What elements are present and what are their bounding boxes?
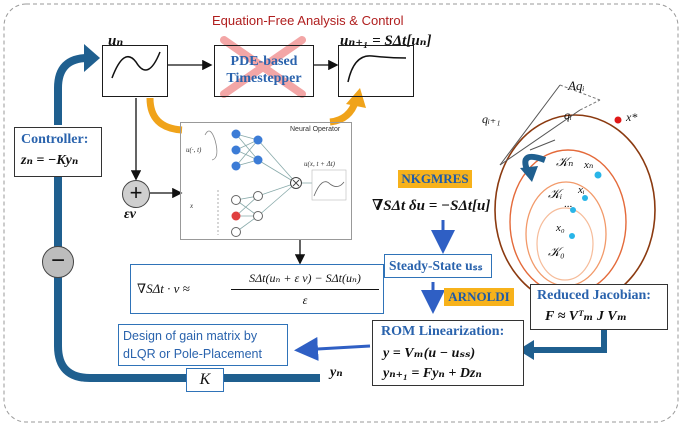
steady-state-box: Steady-State uₛₛ xyxy=(384,254,492,278)
controller-box: Controller: zₙ = −Kyₙ xyxy=(14,127,102,177)
krylov-Ki-label: 𝒦ᵢ xyxy=(548,186,563,201)
arnoldi-tag: ARNOLDI xyxy=(444,288,514,306)
krylov-Aq-label: Aqᵢ xyxy=(568,78,585,93)
reduced-jacobian-box: Reduced Jacobian: F ≈ Vᵀₘ J Vₘ xyxy=(530,284,668,330)
rom-eq2: yₙ₊₁ = Fyₙ + Dzₙ xyxy=(383,366,482,381)
xn-point xyxy=(594,171,602,179)
krylov-curved-arrow-head xyxy=(520,166,538,182)
no-x-label: x xyxy=(190,202,194,210)
neural-operator-label: Neural Operator xyxy=(290,126,341,133)
rom-linearization-box: ROM Linearization: y = Vₘ(u − uₛₛ) yₙ₊₁ … xyxy=(372,320,524,386)
pde-timestepper-box xyxy=(214,45,314,97)
sum-node-plus: + xyxy=(122,180,150,208)
krylov-x0-label: x₀ xyxy=(556,222,565,234)
jv-denominator: ε xyxy=(302,293,308,307)
jv-approx-box: ∇SΔt · v ≈ SΔt(uₙ + ε v) − SΔt(uₙ) ε xyxy=(130,264,384,314)
gain-design-box: Design of gain matrix by dLQR or Pole-Pl… xyxy=(118,324,288,366)
xi-point xyxy=(582,195,588,201)
gain-k-box: K xyxy=(186,368,224,392)
krylov-ellipse-core xyxy=(536,207,594,281)
fraction-bar xyxy=(231,289,379,290)
x-star-point xyxy=(614,116,622,124)
feedback-arrow-head xyxy=(84,44,100,72)
vector-short xyxy=(529,139,556,151)
krylov-K0-label: 𝒦₀ xyxy=(548,244,565,259)
unext-box xyxy=(338,45,414,97)
sine-sketch xyxy=(111,51,161,79)
neural-operator-box xyxy=(180,122,352,240)
krylov-qnext-label: qᵢ₊₁ xyxy=(482,112,501,126)
orange-arrow-right-head xyxy=(346,88,366,108)
krylov-xstar-label: x* xyxy=(626,110,638,124)
krylov-xn-label: xₙ xyxy=(584,159,594,171)
no-input-label: u(·, t) xyxy=(186,146,202,154)
eps-v-label: εv xyxy=(124,207,136,222)
arrow-jac-to-rom-head xyxy=(518,340,534,360)
jv-lhs: ∇SΔt · v ≈ xyxy=(137,281,190,296)
pde-label: PDE-based Timestepper xyxy=(214,53,314,87)
yn-label: yₙ xyxy=(330,365,343,380)
krylov-qi-label: qᵢ xyxy=(564,108,572,122)
steady-state-label: Steady-State uₛₛ xyxy=(389,258,483,273)
rom-title: ROM Linearization: xyxy=(381,324,505,339)
gain-k-label: K xyxy=(199,371,211,388)
reduced-jacobian-title: Reduced Jacobian: xyxy=(537,288,651,303)
decay-sketch xyxy=(347,55,407,83)
controller-law: zₙ = −Kyₙ xyxy=(21,153,79,168)
krylov-xi-label: xᵢ xyxy=(578,184,585,196)
vector-q-i xyxy=(499,109,581,166)
no-output-label: u(x, t + Δt) xyxy=(304,160,335,168)
jv-numerator: SΔt(uₙ + ε v) − SΔt(uₙ) xyxy=(249,271,361,285)
feedback-arrow-top xyxy=(54,54,89,125)
arrow-jac-to-rom xyxy=(530,330,607,353)
un-box xyxy=(102,45,168,97)
orange-arrow-left xyxy=(146,97,183,134)
gain-design-line2: dLQR or Pole-Placement xyxy=(123,347,262,361)
newton-equation: ∇SΔt δu = −SΔt[u] xyxy=(372,198,491,214)
rom-eq1: y = Vₘ(u − uₛₛ) xyxy=(383,346,476,361)
neural-net-graphic xyxy=(204,129,347,237)
feedback-arrow-bottom xyxy=(54,145,320,382)
cross-line-2 xyxy=(220,36,306,98)
krylov-Kn-label: 𝒦ₙ xyxy=(556,154,574,169)
sum-node-minus: − xyxy=(42,246,74,278)
x0-point xyxy=(569,233,575,239)
diagram-title: Equation-Free Analysis & Control xyxy=(212,13,404,28)
pde-label-line1: PDE-based xyxy=(230,54,298,69)
dashed-frame xyxy=(3,3,679,423)
pde-label-line2: Timestepper xyxy=(226,71,302,86)
vector-dash-2 xyxy=(579,99,601,111)
reduced-jacobian-eq: F ≈ Vᵀₘ J Vₘ xyxy=(545,309,627,324)
gain-design-line1: Design of gain matrix by xyxy=(123,329,258,343)
xi2-point xyxy=(570,207,576,213)
arrow-rom-to-gain xyxy=(294,336,371,361)
vector-q-next xyxy=(499,84,561,166)
krylov-dots: ... xyxy=(564,198,573,210)
controller-title: Controller: xyxy=(21,132,89,147)
vector-dash-1 xyxy=(559,84,601,101)
nkgmres-tag: NKGMRES xyxy=(398,170,472,188)
